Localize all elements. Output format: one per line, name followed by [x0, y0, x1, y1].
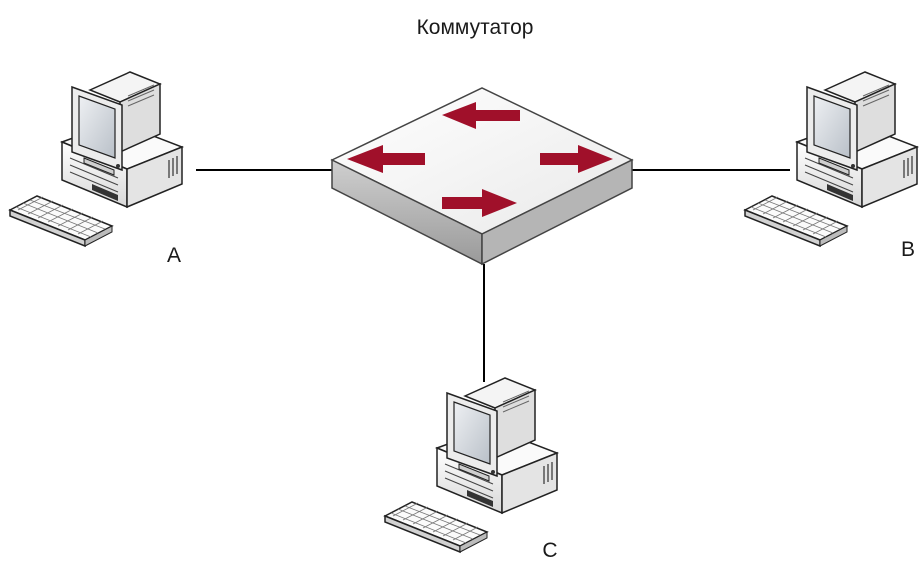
computer-b[interactable]	[744, 71, 918, 247]
switch-arrow-left	[347, 145, 425, 173]
switch-arrow-right	[540, 145, 613, 173]
computer-b-icon	[744, 71, 918, 247]
switch-device[interactable]	[330, 87, 634, 266]
computer-a[interactable]	[9, 71, 183, 247]
switch-arrow-left-top	[442, 102, 520, 129]
computer-c[interactable]	[384, 377, 558, 553]
computer-b-label: B	[901, 238, 915, 261]
computer-c-icon	[384, 377, 558, 553]
computer-a-icon	[9, 71, 183, 247]
computer-c-label: C	[542, 539, 557, 562]
switch-label: Коммутатор	[417, 16, 534, 39]
computer-a-label: A	[167, 244, 181, 267]
switch-arrow-right-bottom	[442, 189, 517, 217]
